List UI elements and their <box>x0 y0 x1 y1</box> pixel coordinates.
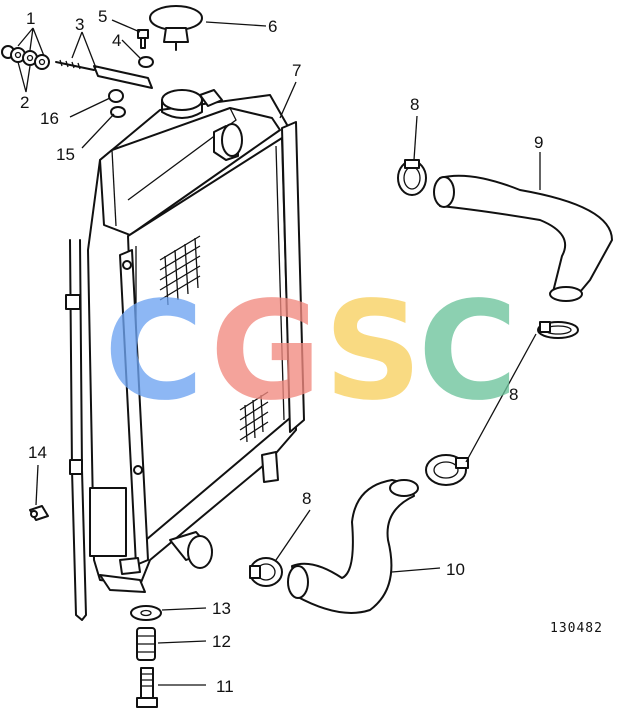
hose-clamp-upper <box>397 159 427 196</box>
core-fins-upper <box>159 235 201 306</box>
callout-10: 10 <box>446 560 465 579</box>
stud-bolt <box>55 61 95 71</box>
small-bolt <box>137 29 149 49</box>
callout-4: 4 <box>112 31 121 50</box>
drawing-code: 130482 <box>550 621 603 636</box>
callout-16: 16 <box>40 109 59 128</box>
watermark-letter-c2: C <box>418 273 518 431</box>
callout-6: 6 <box>268 17 277 36</box>
callout-1: 1 <box>26 9 35 28</box>
callout-8-upper: 8 <box>410 95 419 114</box>
lock-washer <box>138 56 154 68</box>
callout-13: 13 <box>212 599 231 618</box>
leader-lines <box>17 19 541 686</box>
hose-clamp-lower <box>425 454 469 486</box>
nuts-and-washers <box>1 45 50 70</box>
core-fins-lower <box>239 391 269 443</box>
callout-12: 12 <box>212 632 231 651</box>
cgsc-watermark: C G S C <box>104 273 518 431</box>
mount-washer <box>110 106 126 118</box>
radiator-assembly <box>65 89 305 621</box>
left-side-plate <box>119 249 149 566</box>
stay-rod <box>55 59 153 89</box>
stay-bar <box>93 65 153 89</box>
lower-hose <box>287 479 419 614</box>
bottom-mount <box>99 574 146 593</box>
callout-labels: 1 2 3 4 5 6 7 8 9 8 8 10 13 12 11 14 15 … <box>20 7 543 696</box>
callout-8-middle: 8 <box>509 385 518 404</box>
callout-11: 11 <box>216 677 234 696</box>
watermark-letter-c1: C <box>104 273 204 431</box>
watermark-letter-s: S <box>324 273 422 431</box>
callout-5: 5 <box>98 7 107 26</box>
hose-clamp-bottom <box>249 557 283 587</box>
callout-14: 14 <box>28 443 47 462</box>
filler-neck <box>161 89 203 111</box>
hose-clamp-middle <box>537 321 579 339</box>
rod-bracket-upper <box>65 294 81 310</box>
upper-hose <box>433 174 613 302</box>
mounting-bolt <box>136 667 158 708</box>
rod-bracket-lower <box>69 459 83 475</box>
cushion-rubber <box>136 627 156 661</box>
callout-15: 15 <box>56 145 75 164</box>
callout-7: 7 <box>292 61 301 80</box>
side-plate <box>281 121 305 433</box>
watermark-letter-g: G <box>210 273 322 431</box>
drain-cock <box>29 505 49 521</box>
callout-3: 3 <box>75 15 84 34</box>
mount-nut <box>108 89 124 103</box>
radiator-cap <box>149 5 203 51</box>
callout-9: 9 <box>534 133 543 152</box>
drain-box <box>89 487 127 557</box>
callout-2: 2 <box>20 93 29 112</box>
bottom-washer <box>130 605 162 621</box>
callout-8-lower: 8 <box>302 489 311 508</box>
